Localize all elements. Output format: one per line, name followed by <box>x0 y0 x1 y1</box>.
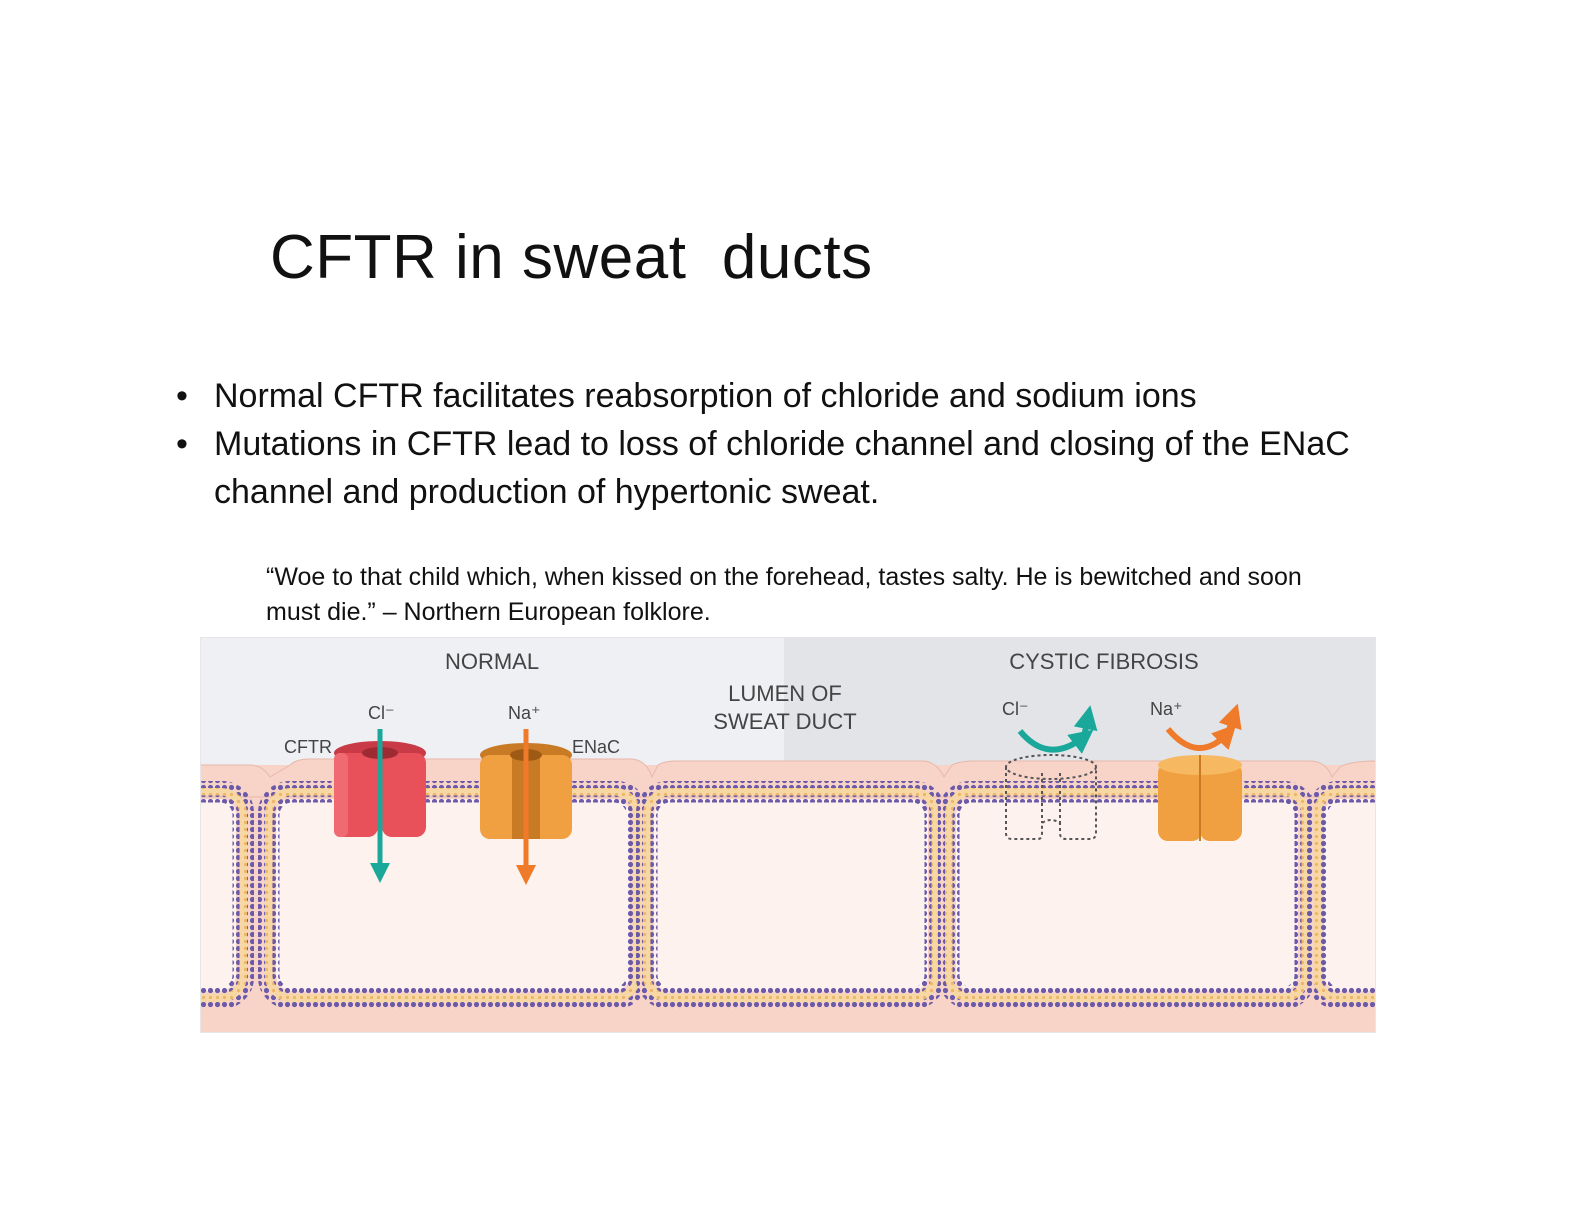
enac-channel-closed <box>1158 755 1242 841</box>
bullet-symbol: • <box>176 425 188 463</box>
sodium-label-normal: Na⁺ <box>508 703 541 723</box>
chloride-label-cf: Cl⁻ <box>1002 699 1029 719</box>
folklore-quote: “Woe to that child which, when kissed on… <box>266 563 1302 626</box>
cystic-fibrosis-label: CYSTIC FIBROSIS <box>1009 649 1198 674</box>
enac-label: ENaC <box>572 737 620 757</box>
chloride-arrow-cf-up <box>1073 705 1098 738</box>
sweat-duct-diagram: NORMAL CYSTIC FIBROSIS LUMEN OF SWEAT DU… <box>200 637 1376 1033</box>
bullet-text: Mutations in CFTR lead to loss of chlori… <box>214 425 1350 511</box>
slide-title: CFTR in sweat ducts <box>270 223 873 292</box>
cell-partial-left <box>200 781 254 1009</box>
sodium-label-cf: Na⁺ <box>1150 699 1183 719</box>
bullet-symbol: • <box>176 377 188 415</box>
lumen-label-line1: LUMEN OF <box>728 681 842 706</box>
diagram-frame <box>200 637 1376 1033</box>
sodium-arrow-cf <box>1165 724 1237 752</box>
cell-normal <box>258 781 648 1009</box>
chloride-label-normal: Cl⁻ <box>368 703 395 723</box>
diagram-svg: NORMAL CYSTIC FIBROSIS LUMEN OF SWEAT DU… <box>200 637 1376 1033</box>
cftr-missing-outline <box>1005 754 1097 840</box>
enac-channel <box>480 743 572 839</box>
chloride-arrow-cf <box>1017 729 1094 754</box>
cftr-label: CFTR <box>284 737 332 757</box>
sodium-arrow-cf-up <box>1218 703 1242 734</box>
normal-label: NORMAL <box>445 649 539 674</box>
cell-cystic-fibrosis <box>938 781 1316 1009</box>
lumen-label-line2: SWEAT DUCT <box>713 709 856 734</box>
cell-partial-right <box>1306 781 1376 1009</box>
bullet-item: • Normal CFTR facilitates reabsorption o… <box>170 372 1430 420</box>
bullet-item: • Mutations in CFTR lead to loss of chlo… <box>170 420 1430 516</box>
bullet-list: • Normal CFTR facilitates reabsorption o… <box>170 372 1430 516</box>
bullet-text: Normal CFTR facilitates reabsorption of … <box>214 377 1197 415</box>
cell-middle <box>636 781 946 1009</box>
